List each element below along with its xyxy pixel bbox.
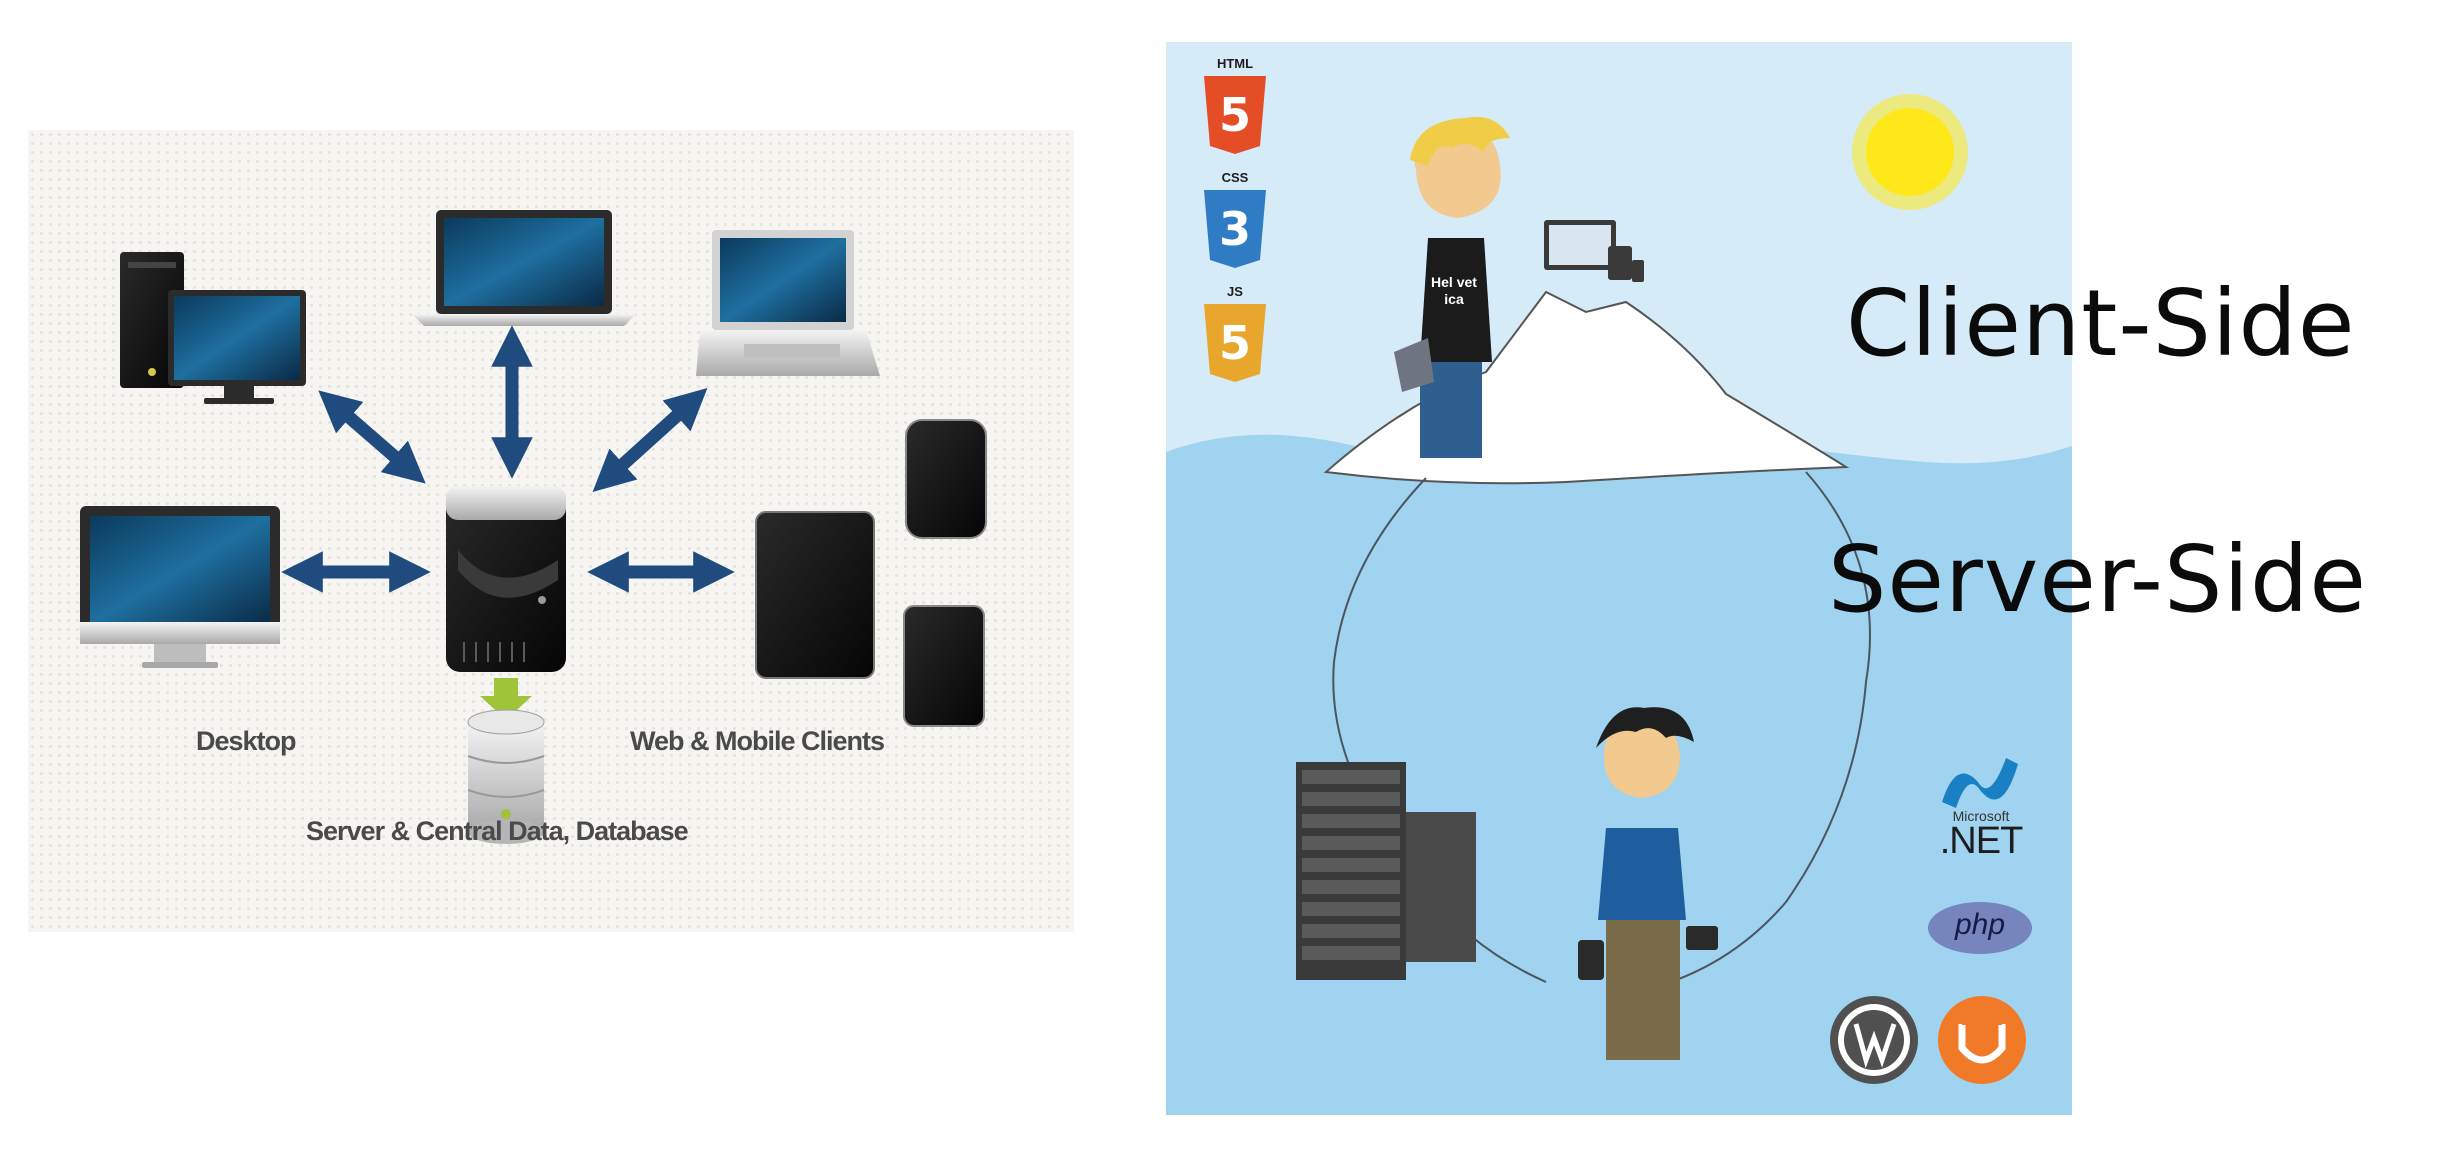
iceberg-scene — [1166, 76, 2072, 1115]
laptop-right-icon — [696, 230, 880, 376]
network-diagram-panel: Desktop Web & Mobile Clients Server & Ce… — [28, 130, 1074, 932]
css-logo-label: CSS — [1221, 170, 1249, 185]
shirt-text: Hel vet ica — [1431, 274, 1477, 307]
html-logo-digit: 5 — [1218, 88, 1251, 142]
php-label: php — [1954, 908, 2006, 941]
orange-circle-logo-icon — [1938, 996, 2026, 1084]
download-arrow-icon — [480, 678, 532, 720]
tablet-icon — [755, 511, 875, 679]
desktop-tower-icon — [120, 252, 306, 404]
sun-icon — [1852, 94, 1968, 210]
arrow-notebook-server — [592, 388, 708, 492]
css3-logo-icon — [1204, 190, 1266, 268]
imac-icon — [80, 506, 280, 668]
client-side-label: Client-Side — [1846, 270, 2356, 377]
server-database-label: Server & Central Data, Database — [306, 816, 689, 846]
arrow-desktop-server — [318, 390, 426, 484]
database-icon — [467, 709, 545, 844]
html5-logo-icon — [1204, 76, 1266, 154]
phone-bottom-icon — [903, 605, 985, 727]
css-logo-digit: 3 — [1218, 202, 1251, 256]
dotnet-label: .NET — [1939, 820, 2024, 862]
network-diagram — [80, 210, 987, 844]
server-side-label: Server-Side — [1828, 526, 2367, 633]
server-icon — [446, 486, 566, 672]
laptop-top-icon — [412, 210, 636, 326]
js-logo-digit: 5 — [1218, 316, 1251, 370]
js-logo-icon — [1204, 304, 1266, 382]
phone-top-icon — [905, 419, 987, 539]
server-rack-icon — [1296, 762, 1476, 980]
iceberg-illustration-panel: HTML 5 CSS 3 JS 5 Hel vet ica Microsoft … — [1166, 42, 2072, 1115]
microsoft-label: Microsoft — [1952, 808, 2010, 824]
php-logo-icon — [1928, 902, 2032, 954]
js-logo-label: JS — [1227, 284, 1243, 299]
dotnet-logo-icon — [1942, 758, 2018, 808]
html-logo-label: HTML — [1216, 56, 1254, 71]
client-developer-figure — [1394, 116, 1644, 458]
server-developer-figure — [1578, 707, 1718, 1060]
wordpress-logo-icon — [1830, 996, 1918, 1084]
web-mobile-clients-label: Web & Mobile Clients — [630, 726, 885, 756]
desktop-label: Desktop — [196, 726, 297, 756]
